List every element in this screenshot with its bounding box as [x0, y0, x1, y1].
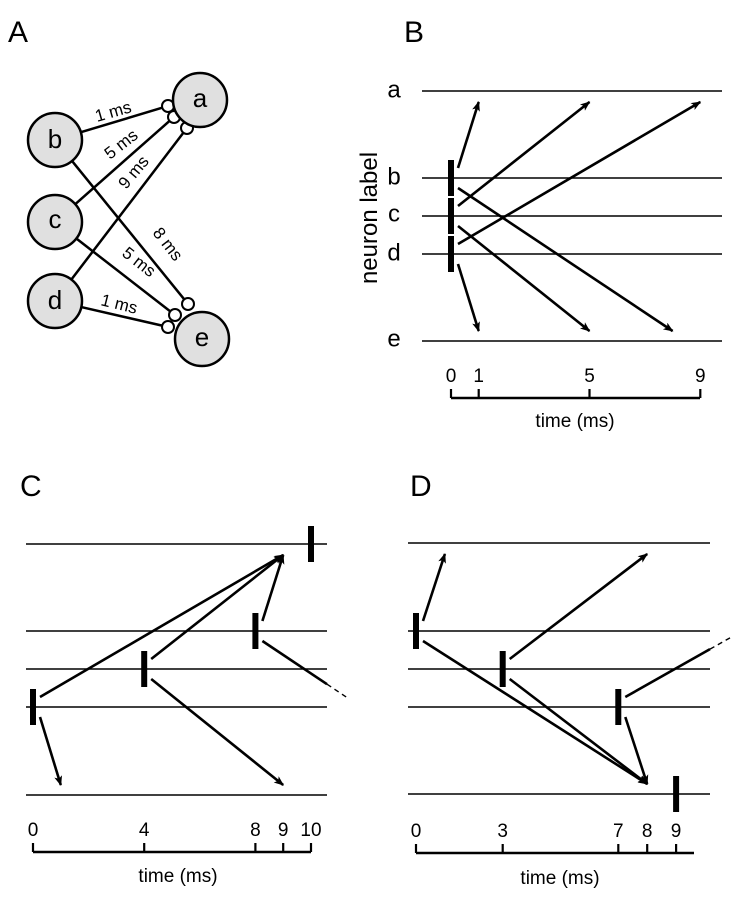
- panel-c-letter: C: [20, 470, 42, 503]
- spike-d-t0: [30, 689, 36, 725]
- connection-c-e: [75, 237, 172, 313]
- time-axis-tick-label-3: 3: [497, 821, 508, 842]
- node-c-label: c: [49, 204, 62, 234]
- time-axis-tick-label-10: 10: [300, 820, 321, 841]
- time-axis-tick-label-9: 9: [695, 366, 706, 387]
- connection-b-a: [80, 106, 163, 134]
- arrow-b-a-t8-9: [261, 554, 285, 622]
- time-axis-tick-label-8: 8: [642, 821, 653, 842]
- connection-d-e: [81, 305, 163, 327]
- time-axis-tick-label-7: 7: [613, 821, 624, 842]
- arrow-d-a-truncated: [624, 648, 711, 699]
- connection-b-e: [71, 160, 186, 301]
- delay-label-b-e: 8 ms: [149, 224, 187, 265]
- spike-c-t4: [141, 651, 148, 687]
- panel-a-letter: A: [8, 16, 28, 49]
- arrow-b-a-t0-1: [456, 101, 480, 169]
- spike-b-t0: [413, 613, 419, 649]
- time-axis-tick-label-8: 8: [250, 820, 261, 841]
- arrow-c-e-t0-5: [457, 224, 591, 333]
- arrow-c-e-t4-9: [150, 677, 285, 787]
- synapse-c-e: [168, 308, 182, 322]
- time-axis-tick-label-9: 9: [278, 820, 289, 841]
- panel-a-network: a b c d e 1 ms 5 ms 9 ms 8 ms 5 ms: [26, 71, 231, 368]
- time-axis-tick-label-0: 0: [28, 820, 39, 841]
- arrow-c-a-t3-8: [508, 552, 648, 661]
- panel-d-letter: D: [410, 470, 432, 503]
- arrow-d-a-t0-9: [39, 553, 285, 699]
- row-label-d: d: [387, 240, 400, 267]
- row-label-c: c: [388, 201, 400, 228]
- node-a: a: [171, 71, 229, 129]
- row-label-b: b: [387, 164, 400, 191]
- row-label-a: a: [387, 77, 401, 104]
- time-axis-tick-label-4: 4: [139, 820, 150, 841]
- arrow-d-a-t0-9: [457, 100, 702, 246]
- delay-label-d-a: 9 ms: [115, 152, 153, 192]
- arrow-b-a-t0-1: [421, 553, 447, 622]
- node-d-label: d: [48, 285, 62, 315]
- panel-d-xlabel: time (ms): [520, 868, 599, 889]
- arrow-c-a-t0-5: [457, 100, 591, 208]
- time-axis-tick-label-5: 5: [584, 366, 595, 387]
- arrow-b-e-t0-8: [457, 186, 674, 333]
- node-c: c: [26, 193, 84, 251]
- panel-c-xlabel: time (ms): [138, 866, 217, 887]
- synapse-d-e: [161, 320, 175, 334]
- spike-b-t0: [448, 160, 454, 196]
- arrow-b-e-truncated: [261, 639, 328, 686]
- row-label-e: e: [387, 326, 400, 353]
- arrow-b-e-t0-8: [422, 639, 649, 786]
- panel-b-ylabel: neuron label: [356, 152, 383, 284]
- node-d: d: [26, 272, 84, 330]
- arrow-c-e-t3-8: [508, 677, 648, 786]
- spike-c-t3: [499, 651, 506, 687]
- panel-b-letter: B: [404, 16, 424, 49]
- panel-b-xlabel: time (ms): [535, 411, 614, 432]
- spike-c-t0: [448, 198, 454, 234]
- time-axis-tick-label-0: 0: [446, 366, 457, 387]
- arrow-b-e-dashed-tail: [326, 683, 350, 700]
- spike-e-t9: [673, 776, 680, 812]
- spike-d-t0: [448, 236, 454, 272]
- node-b-label: b: [48, 124, 62, 154]
- arrow-d-e-t0-1: [38, 716, 63, 786]
- arrow-d-e-t0-1: [456, 263, 480, 332]
- node-a-label: a: [193, 83, 208, 113]
- spike-b-t8: [252, 613, 259, 649]
- time-axis-tick-label-9: 9: [671, 821, 682, 842]
- node-e: e: [173, 310, 231, 368]
- node-e-label: e: [195, 322, 209, 352]
- spike-d-t7: [615, 689, 622, 725]
- spike-a-t10: [308, 526, 314, 562]
- arrow-d-a-dashed-tail: [709, 636, 733, 650]
- synapse-b-e: [181, 297, 195, 311]
- time-axis-tick-label-0: 0: [411, 821, 422, 842]
- node-b: b: [26, 111, 84, 169]
- arrow-d-e-t7-8: [624, 716, 649, 785]
- time-axis-tick-label-1: 1: [473, 366, 484, 387]
- arrow-c-a-t4-9: [150, 553, 285, 661]
- connection-c-a: [74, 120, 171, 206]
- connection-d-a: [70, 132, 185, 281]
